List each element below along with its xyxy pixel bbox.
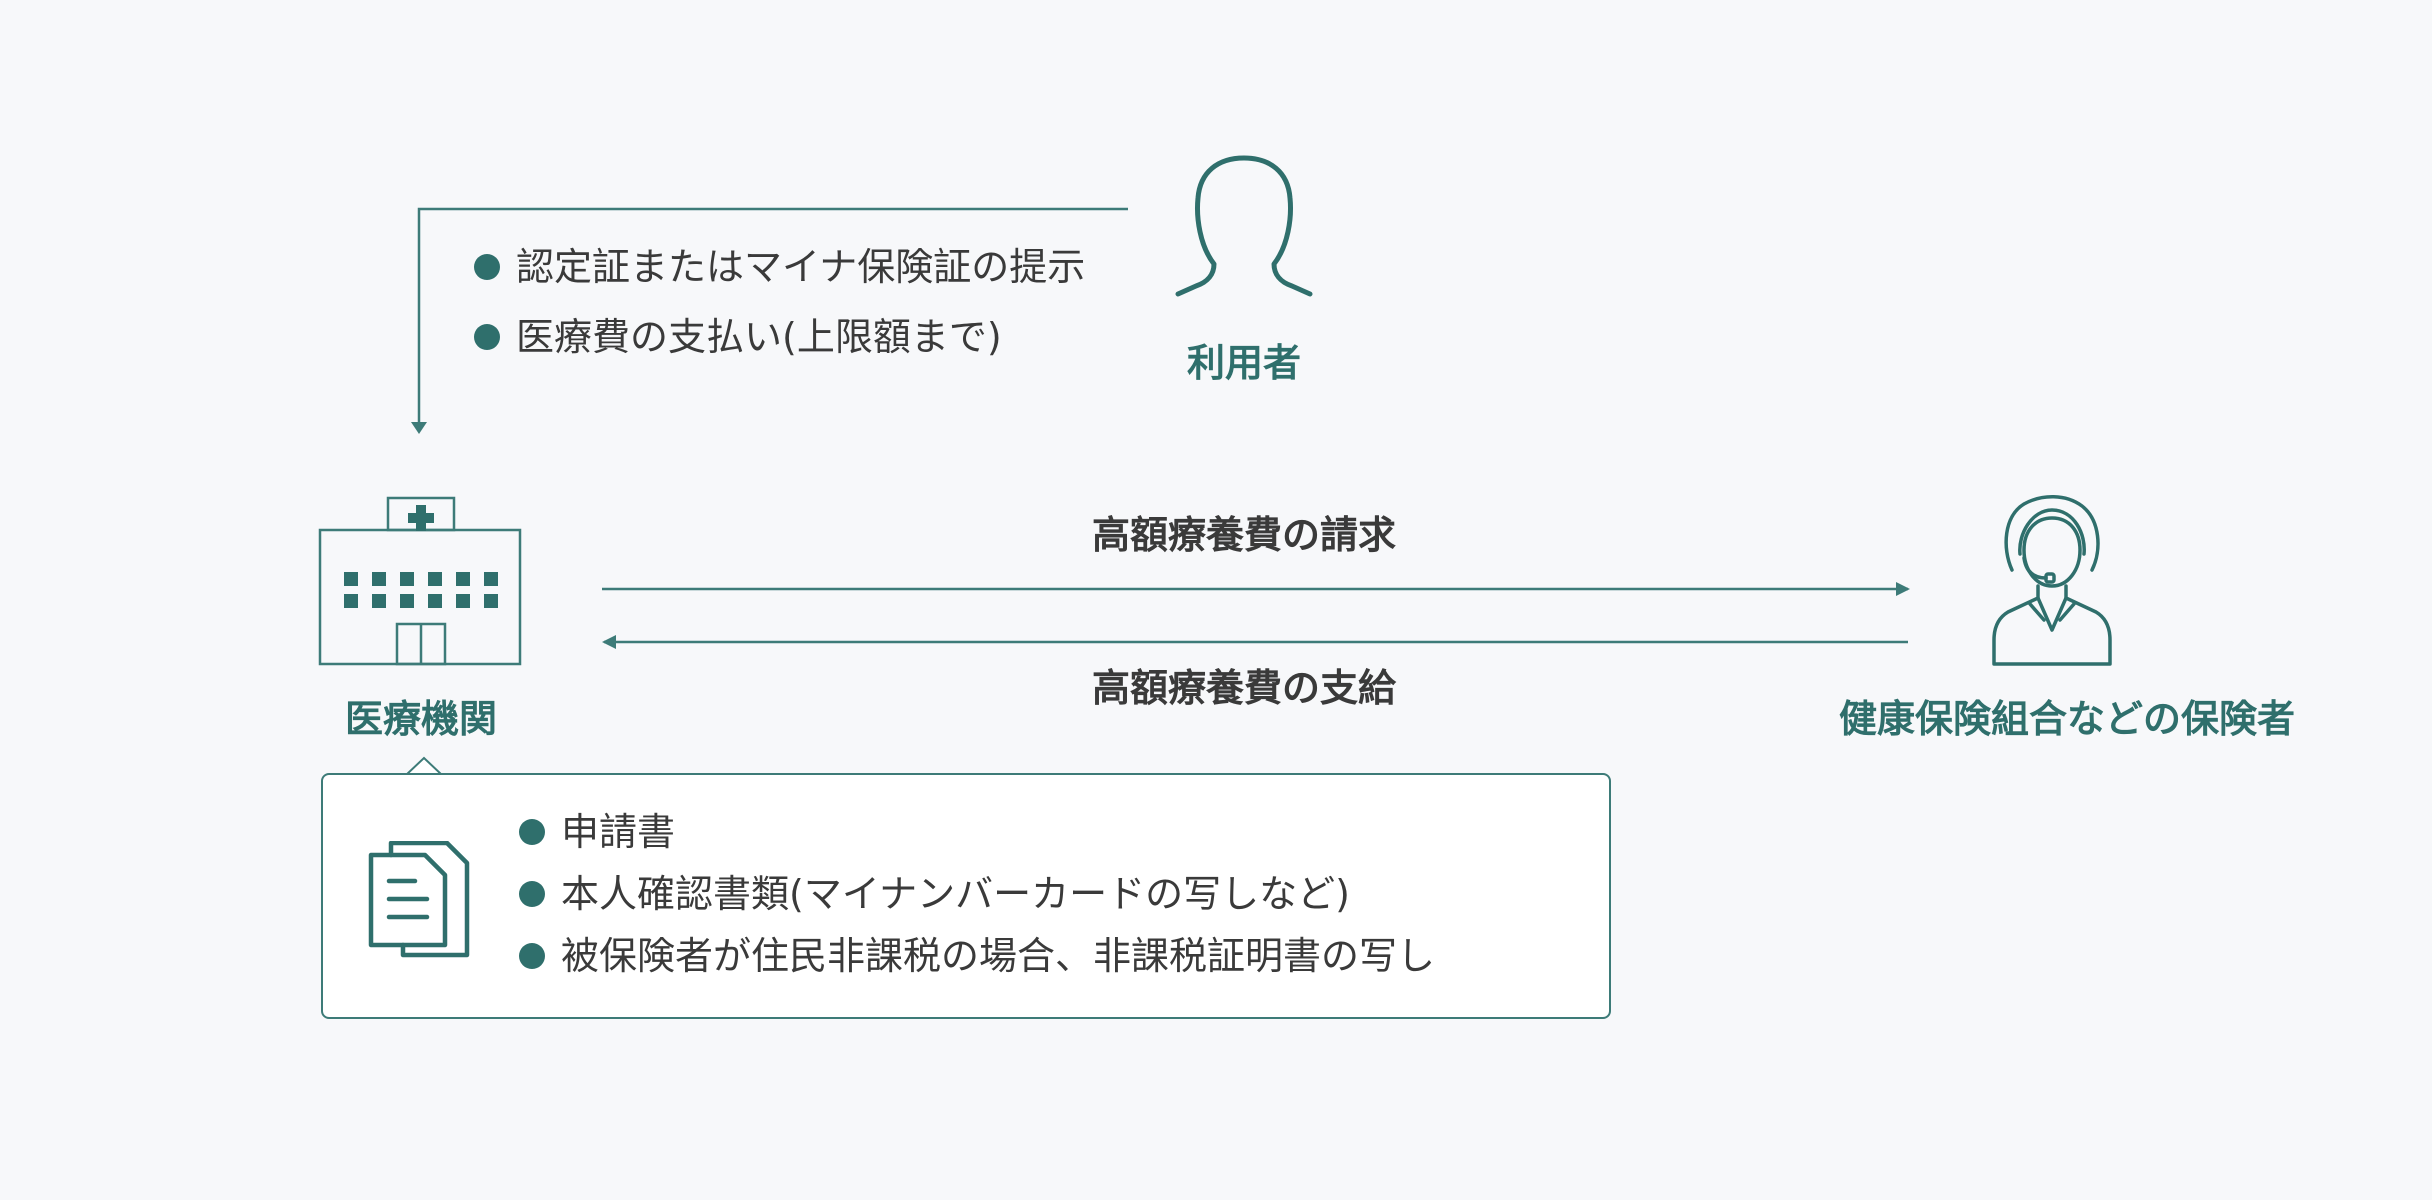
payment-label: 高額療養費の支給 — [1092, 666, 1397, 710]
user-to-hospital-arrowhead — [411, 422, 427, 434]
bullet-dot — [519, 819, 545, 845]
bullet-dot — [519, 881, 545, 907]
document-text: 本人確認書類(マイナンバーカードの写しなど) — [561, 872, 1350, 916]
user-label: 利用者 — [1187, 341, 1302, 385]
document-text: 被保険者が住民非課税の場合、非課税証明書の写し — [561, 934, 1436, 978]
bullet-dot — [519, 943, 545, 969]
documents-icon — [368, 841, 470, 958]
document-item: 被保険者が住民非課税の場合、非課税証明書の写し — [519, 937, 1435, 975]
hospital-building-icon — [318, 496, 522, 666]
callout-pointer — [406, 756, 442, 776]
hospital-label: 医療機関 — [345, 697, 498, 741]
claim-arrowhead — [1896, 582, 1910, 596]
operator-headset-icon — [1992, 495, 2112, 666]
insurer-label: 健康保険組合などの保険者 — [1839, 697, 2296, 741]
user-action-text: 認定証またはマイナ保険証の提示 — [516, 245, 1086, 289]
document-text: 申請書 — [561, 810, 676, 854]
user-action-item: 医療費の支払い(上限額まで) — [474, 318, 1002, 356]
claim-label: 高額療養費の請求 — [1092, 513, 1397, 557]
bullet-dot — [474, 254, 500, 280]
required-documents-box: 申請書 本人確認書類(マイナンバーカードの写しなど) 被保険者が住民非課税の場合… — [321, 773, 1611, 1019]
user-action-text: 医療費の支払い(上限額まで) — [516, 315, 1002, 359]
person-silhouette-icon — [1175, 155, 1313, 297]
user-to-hospital-arrow — [417, 207, 1128, 426]
document-item: 申請書 — [519, 813, 675, 851]
document-item: 本人確認書類(マイナンバーカードの写しなど) — [519, 875, 1350, 913]
bullet-dot — [474, 324, 500, 350]
payment-arrowhead — [602, 635, 616, 649]
user-action-item: 認定証またはマイナ保険証の提示 — [474, 248, 1085, 286]
